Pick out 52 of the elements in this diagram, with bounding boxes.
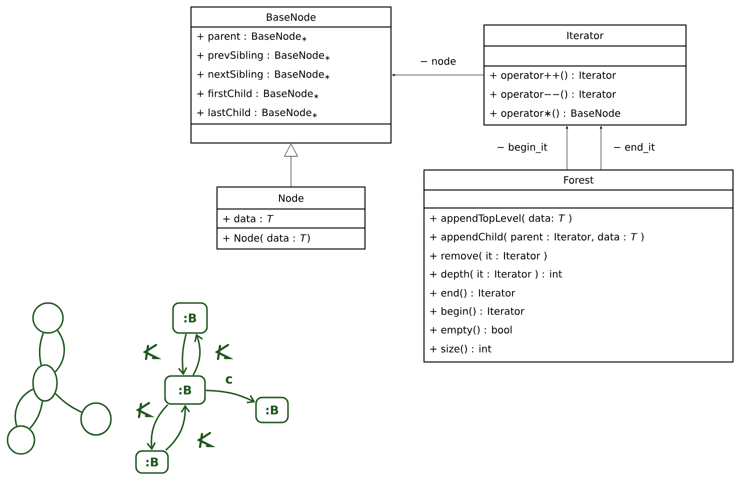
class-box [190,6,392,144]
edge-label: − begin_it [498,143,548,153]
class-name: BaseNode [266,13,316,21]
method-text: + begin() : Iterator [430,307,524,317]
class-name: Iterator [567,32,604,40]
method-text: + Node( data : T) [223,234,310,243]
arrow [206,390,256,404]
connector-line [14,388,34,426]
sketch-box: :B [172,302,208,334]
arrow [284,144,298,187]
attribute-text: + data : T [223,214,274,222]
method-text: + depth( it : Iterator ) : int [430,270,562,280]
method-text: + empty() : bool [430,326,512,336]
method-text: + operator−−() : Iterator [490,90,616,100]
method-text: + operator∗() : BaseNode [490,109,620,119]
method-text: + end() : Iterator [430,288,516,298]
arrow [165,404,190,451]
method-text: + operator++() : Iterator [490,71,616,81]
edge-label: − end_it [614,143,655,153]
connector-line [54,330,65,372]
connector-line [55,393,82,413]
method-text: + appendChild( parent : Iterator, data : T ) [430,232,644,242]
arrow [600,126,602,170]
sketch-box: :B [255,396,289,424]
sketch-circle [6,425,36,455]
class-box [424,170,734,362]
connector-line [38,332,44,366]
class-box [484,24,686,126]
edge-label: − node [420,57,456,65]
method-text: + size() : int [430,344,492,354]
class-box [216,186,366,250]
method-text: + remove( it : Iterator ) [430,252,546,261]
arrow [392,74,484,76]
attribute-text: + prevSibling : BaseNode$_{∗}$ [197,51,330,61]
class-name: Forest [564,176,594,184]
class-name: Node [279,194,304,202]
arrow [178,334,188,376]
connector-line [29,401,44,429]
arrow [192,334,203,376]
sketch-circle [32,302,64,334]
attribute-text: + lastChild : BaseNode$_{∗}$ [197,108,317,118]
attribute-text: + nextSibling : BaseNode$_{∗}$ [197,70,330,80]
attribute-text: + parent : BaseNode$_{∗}$ [197,32,306,42]
edge-label: c [226,376,232,384]
arrow [146,404,168,450]
arrow [566,126,568,170]
sketch-box: :B [135,450,169,474]
method-text: + appendTopLevel( data: T ) [430,214,572,224]
sketch-box: :B [164,375,206,405]
sketch-circle [80,402,112,436]
attribute-text: + firstChild : BaseNode$_{∗}$ [197,89,318,99]
sketch-circle [32,364,58,402]
